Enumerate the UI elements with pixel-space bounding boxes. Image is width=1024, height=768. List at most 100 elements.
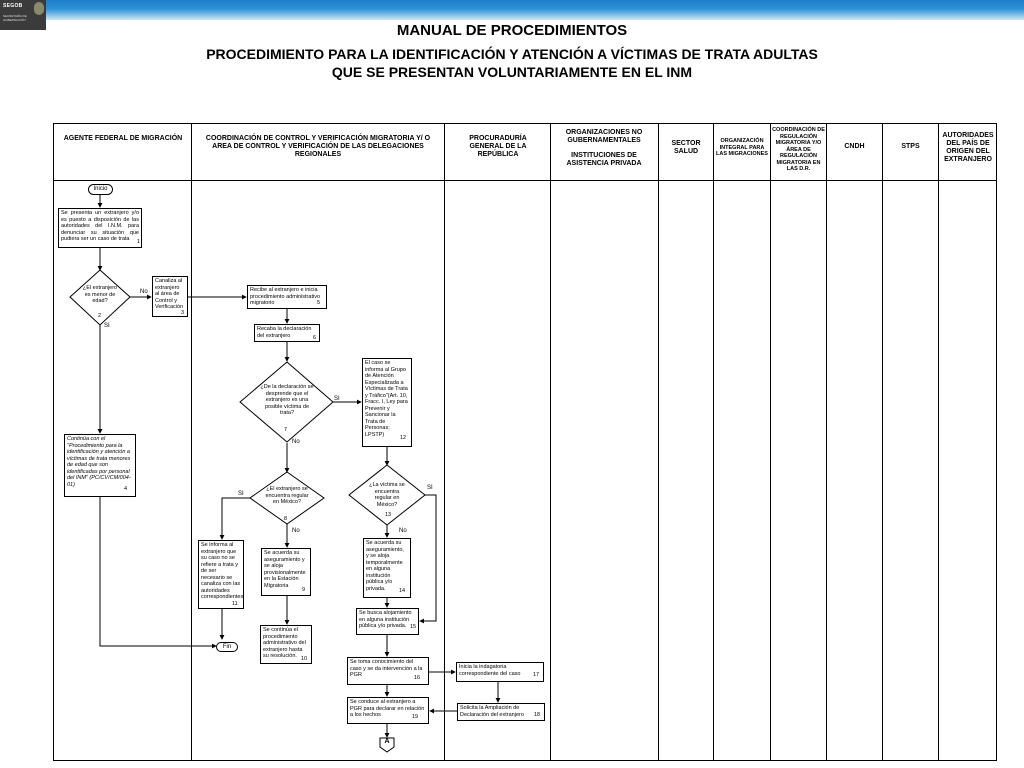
step-1: Se presenta un extranjero y/o es puesto …	[58, 208, 142, 248]
step-14: Se acuerda su aseguramiento, y se aloja …	[363, 538, 411, 598]
lane-divider	[444, 123, 445, 761]
step-19-text: Se conduce al extranjero a PGR para decl…	[350, 699, 425, 718]
step-14-text: Se acuerda su aseguramiento, y se aloja …	[366, 540, 404, 592]
step-6-text: Recaba la declaración del extranjero	[257, 326, 312, 339]
column-header-pgr: PROCURADURÍA GENERAL DE LA REPÚBLICA	[469, 135, 527, 158]
decision-diamond-8	[249, 471, 325, 525]
label-si: SI	[334, 396, 340, 402]
step-12-text: El caso se informa al Grupo de Atención …	[365, 360, 408, 438]
offpage-connector-label: A	[384, 738, 390, 745]
lane-divider	[770, 123, 771, 761]
step-14-number: 14	[399, 588, 406, 594]
label-no: No	[140, 289, 148, 295]
step-16-text: Se toma conocimiento del caso y se da in…	[350, 659, 423, 678]
decision-7-number: 7	[284, 427, 288, 433]
step-4: Continúa con el "Procedimiento para la i…	[64, 434, 136, 497]
step-9: Se acuerda su aseguramiento y se aloja p…	[261, 548, 311, 596]
decision-13-text: ¿La víctima se encuentra regular en Méxi…	[369, 482, 405, 508]
swimlane-frame	[53, 123, 997, 761]
step-15-text: Se busca alojamiento en alguna instituci…	[359, 610, 412, 629]
start-terminal: Inicio	[88, 184, 113, 195]
step-16: Se toma conocimiento del caso y se da in…	[347, 657, 429, 685]
decision-2-text: ¿El extranjero es menor de edad?	[82, 285, 118, 304]
step-3-text: Canaliza al extranjero al área de Contro…	[155, 278, 184, 310]
step-10-text: Se continúa el procedimiento administrat…	[263, 627, 306, 659]
decision-diamond-7	[239, 361, 334, 443]
column-header-ong: ORGANIZACIONES NO GUBERNAMENTALES	[565, 129, 643, 144]
step-15: Se busca alojamiento en alguna instituci…	[356, 608, 419, 635]
step-5-number: 5	[317, 300, 321, 306]
step-17-text: Inicia la indagatoria correspondiente de…	[459, 664, 521, 677]
step-1-number: 1	[137, 239, 141, 245]
seal-icon	[34, 2, 44, 15]
step-18: Solicita la Ampliación de Declaración de…	[457, 703, 545, 721]
procedure-title-line2: QUE SE PRESENTAN VOLUNTARIAMENTE EN EL I…	[331, 64, 693, 80]
column-header-iap: INSTITUCIONES DE ASISTENCIA PRIVADA	[566, 152, 642, 167]
step-11-number: 11	[232, 601, 238, 607]
step-3: Canaliza al extranjero al área de Contro…	[152, 276, 188, 317]
segob-logo: SEGOB SECRETARÍA DE GOBERNACIÓN	[0, 0, 46, 30]
decision-7-text: ¿De la declaración se desprende que el e…	[260, 384, 314, 416]
step-15-number: 15	[410, 624, 417, 630]
offpage-connector-shape	[379, 737, 395, 753]
step-3-number: 3	[181, 310, 185, 316]
step-18-text: Solicita la Ampliación de Declaración de…	[460, 705, 524, 718]
step-9-number: 9	[302, 587, 306, 593]
step-5: Recibe al extranjero e inicia procedimie…	[247, 285, 327, 309]
decision-diamond-2	[69, 269, 131, 326]
column-header-coordinacion: COORDINACIÓN DE CONTROL Y VERIFICACIÓN M…	[205, 135, 431, 158]
step-11-text: Se informa al extranjero que su caso no …	[201, 542, 244, 600]
column-header-regulacion: COORDINACIÓN DE REGULACIÓN MIGRATORIA Y/…	[772, 127, 825, 172]
header-divider	[53, 180, 997, 181]
page-title: MANUAL DE PROCEDIMIENTOS	[396, 22, 628, 39]
step-5-text: Recibe al extranjero e inicia procedimie…	[250, 287, 321, 306]
label-si: SI	[104, 323, 110, 329]
step-10-number: 10	[301, 656, 308, 662]
column-header-oim: ORGANIZACIÓN INTEGRAL PARA LAS MIGRACION…	[716, 138, 768, 157]
step-19: Se conduce al extranjero a PGR para decl…	[347, 697, 429, 724]
column-header-agente: AGENTE FEDERAL DE MIGRACIÓN	[63, 135, 183, 142]
step-11: Se informa al extranjero que su caso no …	[198, 540, 244, 609]
step-17-number: 17	[533, 672, 540, 678]
column-header-stps: STPS	[901, 143, 920, 150]
step-12-number: 12	[400, 435, 407, 441]
label-si: SI	[427, 485, 433, 491]
decision-13-number: 13	[385, 512, 392, 518]
column-header-autoridades: AUTORIDADES DEL PAÍS DE ORIGEN DEL EXTRA…	[942, 132, 994, 163]
step-6: Recaba la declaración del extranjero	[254, 324, 320, 342]
label-si: SI	[238, 491, 244, 497]
lane-divider	[938, 123, 939, 761]
lane-divider	[826, 123, 827, 761]
step-4-number: 4	[124, 486, 128, 492]
column-header-cndh: CNDH	[844, 143, 865, 150]
step-9-text: Se acuerda su aseguramiento y se aloja p…	[264, 550, 306, 589]
step-6-number: 6	[313, 335, 317, 341]
column-header-salud: SECTOR SALUD	[671, 140, 701, 155]
step-12: El caso se informa al Grupo de Atención …	[362, 358, 412, 447]
lane-divider	[713, 123, 714, 761]
logo-text: SEGOB	[3, 3, 23, 9]
step-1-text: Se presenta un extranjero y/o es puesto …	[61, 210, 139, 242]
step-19-number: 19	[412, 714, 419, 720]
lane-divider	[191, 123, 192, 761]
step-16-number: 16	[414, 675, 421, 681]
procedure-title-line1: PROCEDIMIENTO PARA LA IDENTIFICACIÓN Y A…	[206, 46, 818, 62]
lane-divider	[550, 123, 551, 761]
decision-diamond-13	[348, 464, 426, 526]
step-17: Inicia la indagatoria correspondiente de…	[456, 662, 544, 682]
label-no: No	[292, 439, 300, 445]
logo-subtext: SECRETARÍA DE GOBERNACIÓN	[3, 14, 27, 22]
step-10: Se continúa el procedimiento administrat…	[260, 625, 312, 664]
top-banner	[0, 0, 1024, 20]
lane-divider	[658, 123, 659, 761]
step-18-number: 18	[534, 712, 541, 718]
decision-2-number: 2	[98, 313, 102, 319]
decision-8-text: ¿El extranjero se encuentra regular en M…	[265, 486, 309, 505]
end-terminal: Fin	[216, 642, 238, 652]
lane-divider	[882, 123, 883, 761]
step-4-text: Continúa con el "Procedimiento para la i…	[67, 436, 131, 488]
decision-8-number: 8	[284, 516, 288, 522]
label-no: No	[399, 528, 407, 534]
label-no: No	[292, 528, 300, 534]
